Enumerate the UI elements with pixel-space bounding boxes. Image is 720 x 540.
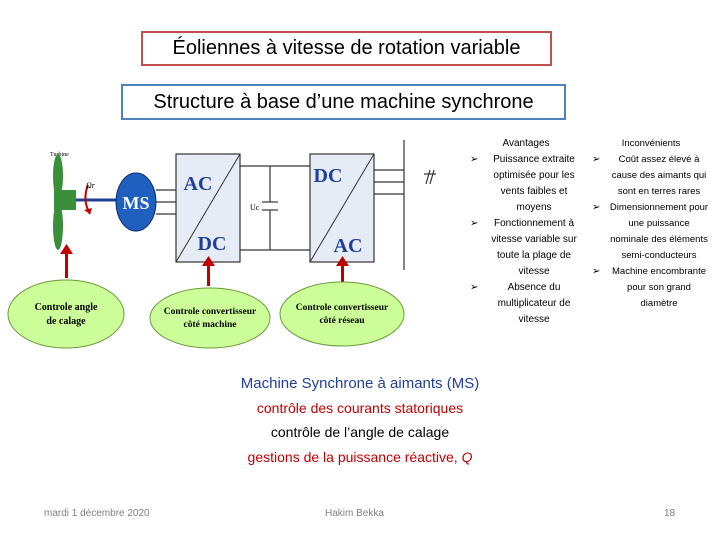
- ms-heading-text: Machine Synchrone à aimants: [240, 375, 443, 392]
- ms-label: MS: [123, 193, 150, 213]
- turbine-blade-top: [53, 154, 63, 198]
- turbine-blade-bottom: [53, 202, 63, 250]
- bullet-arrow-icon: ➢: [470, 154, 479, 165]
- bullet-arrow-icon: ➢: [592, 266, 601, 277]
- three-phase-lines-2: [374, 140, 436, 270]
- wind-turbine: Turbine Ωr: [50, 152, 120, 250]
- omega-label: Ωr: [86, 181, 96, 190]
- note-pitch-angle: contrôle de l’angle de calage: [270, 424, 450, 440]
- grid-control-line1: Controle convertisseur: [296, 303, 389, 313]
- conv1-top-label: AC: [184, 173, 213, 195]
- three-phase-lines-1: [156, 189, 176, 215]
- disadvantage-item: ➢Dimensionnement pour une puissance nomi…: [592, 202, 709, 261]
- pitch-control-line1: Controle angle: [35, 302, 98, 313]
- pitch-control-ellipse: [7, 279, 125, 349]
- main-title: Éoliennes à vitesse de rotation variable: [141, 31, 552, 66]
- control-arrows: [60, 244, 349, 286]
- grid-control-ellipse: [279, 281, 405, 347]
- system-diagram: Turbine Ωr MS AC DC Uc DC AC: [7, 140, 436, 349]
- machine-control-line2: côté machine: [183, 320, 236, 330]
- disadvantage-item: ➢Machine encombrante pour son grand diam…: [592, 266, 706, 309]
- disadvantage-item: ➢Coût assez élevé à cause des aimants qu…: [592, 154, 707, 197]
- subtitle: Structure à base d’une machine synchrone: [121, 84, 566, 120]
- bullet-arrow-icon: ➢: [592, 202, 601, 213]
- disadvantages-column: Inconvénients ➢Coût assez élevé à cause …: [592, 136, 710, 312]
- footer-page-number: 18: [664, 508, 676, 519]
- bullet-arrow-icon: ➢: [470, 282, 479, 293]
- machine-control-ellipse: [149, 287, 271, 349]
- disadvantages-header: Inconvénients: [621, 138, 681, 149]
- advantage-item: ➢Puissance extraite optimisée pour les v…: [470, 154, 575, 213]
- reactive-power-symbol: Q: [461, 449, 473, 465]
- dc-bus: [240, 165, 310, 251]
- bullet-arrow-icon: ➢: [592, 154, 601, 165]
- ms-heading: Machine Synchrone à aimants (MS): [0, 375, 720, 392]
- pitch-control-line2: de calage: [46, 316, 86, 327]
- ms-heading-abbr: (MS): [446, 375, 480, 392]
- conv1-bottom-label: DC: [198, 233, 227, 255]
- footer-date: mardi 1 décembre 2020: [44, 508, 150, 519]
- uc-label: Uc: [250, 203, 260, 212]
- conv2-top-label: DC: [314, 165, 343, 187]
- note-stator-current: contrôle des courants statoriques: [256, 400, 464, 416]
- conv2-bottom-label: AC: [334, 235, 363, 257]
- advantages-column: Avantages ➢Puissance extraite optimisée …: [470, 136, 582, 328]
- bullet-arrow-icon: ➢: [470, 218, 479, 229]
- advantage-item: ➢Fonctionnement à vitesse variable sur t…: [470, 218, 577, 277]
- grid-control-line2: côté réseau: [319, 316, 365, 326]
- footer-author: Hakim Bekka: [325, 508, 384, 519]
- advantages-header: Avantages: [502, 138, 550, 149]
- turbine-label: Turbine: [50, 152, 69, 158]
- machine-control-line1: Controle convertisseur: [164, 307, 257, 317]
- note-reactive-power: gestions de la puissance réactive, Q: [247, 449, 473, 465]
- advantage-item: ➢Absence du multiplicateur de vitesse: [470, 282, 571, 325]
